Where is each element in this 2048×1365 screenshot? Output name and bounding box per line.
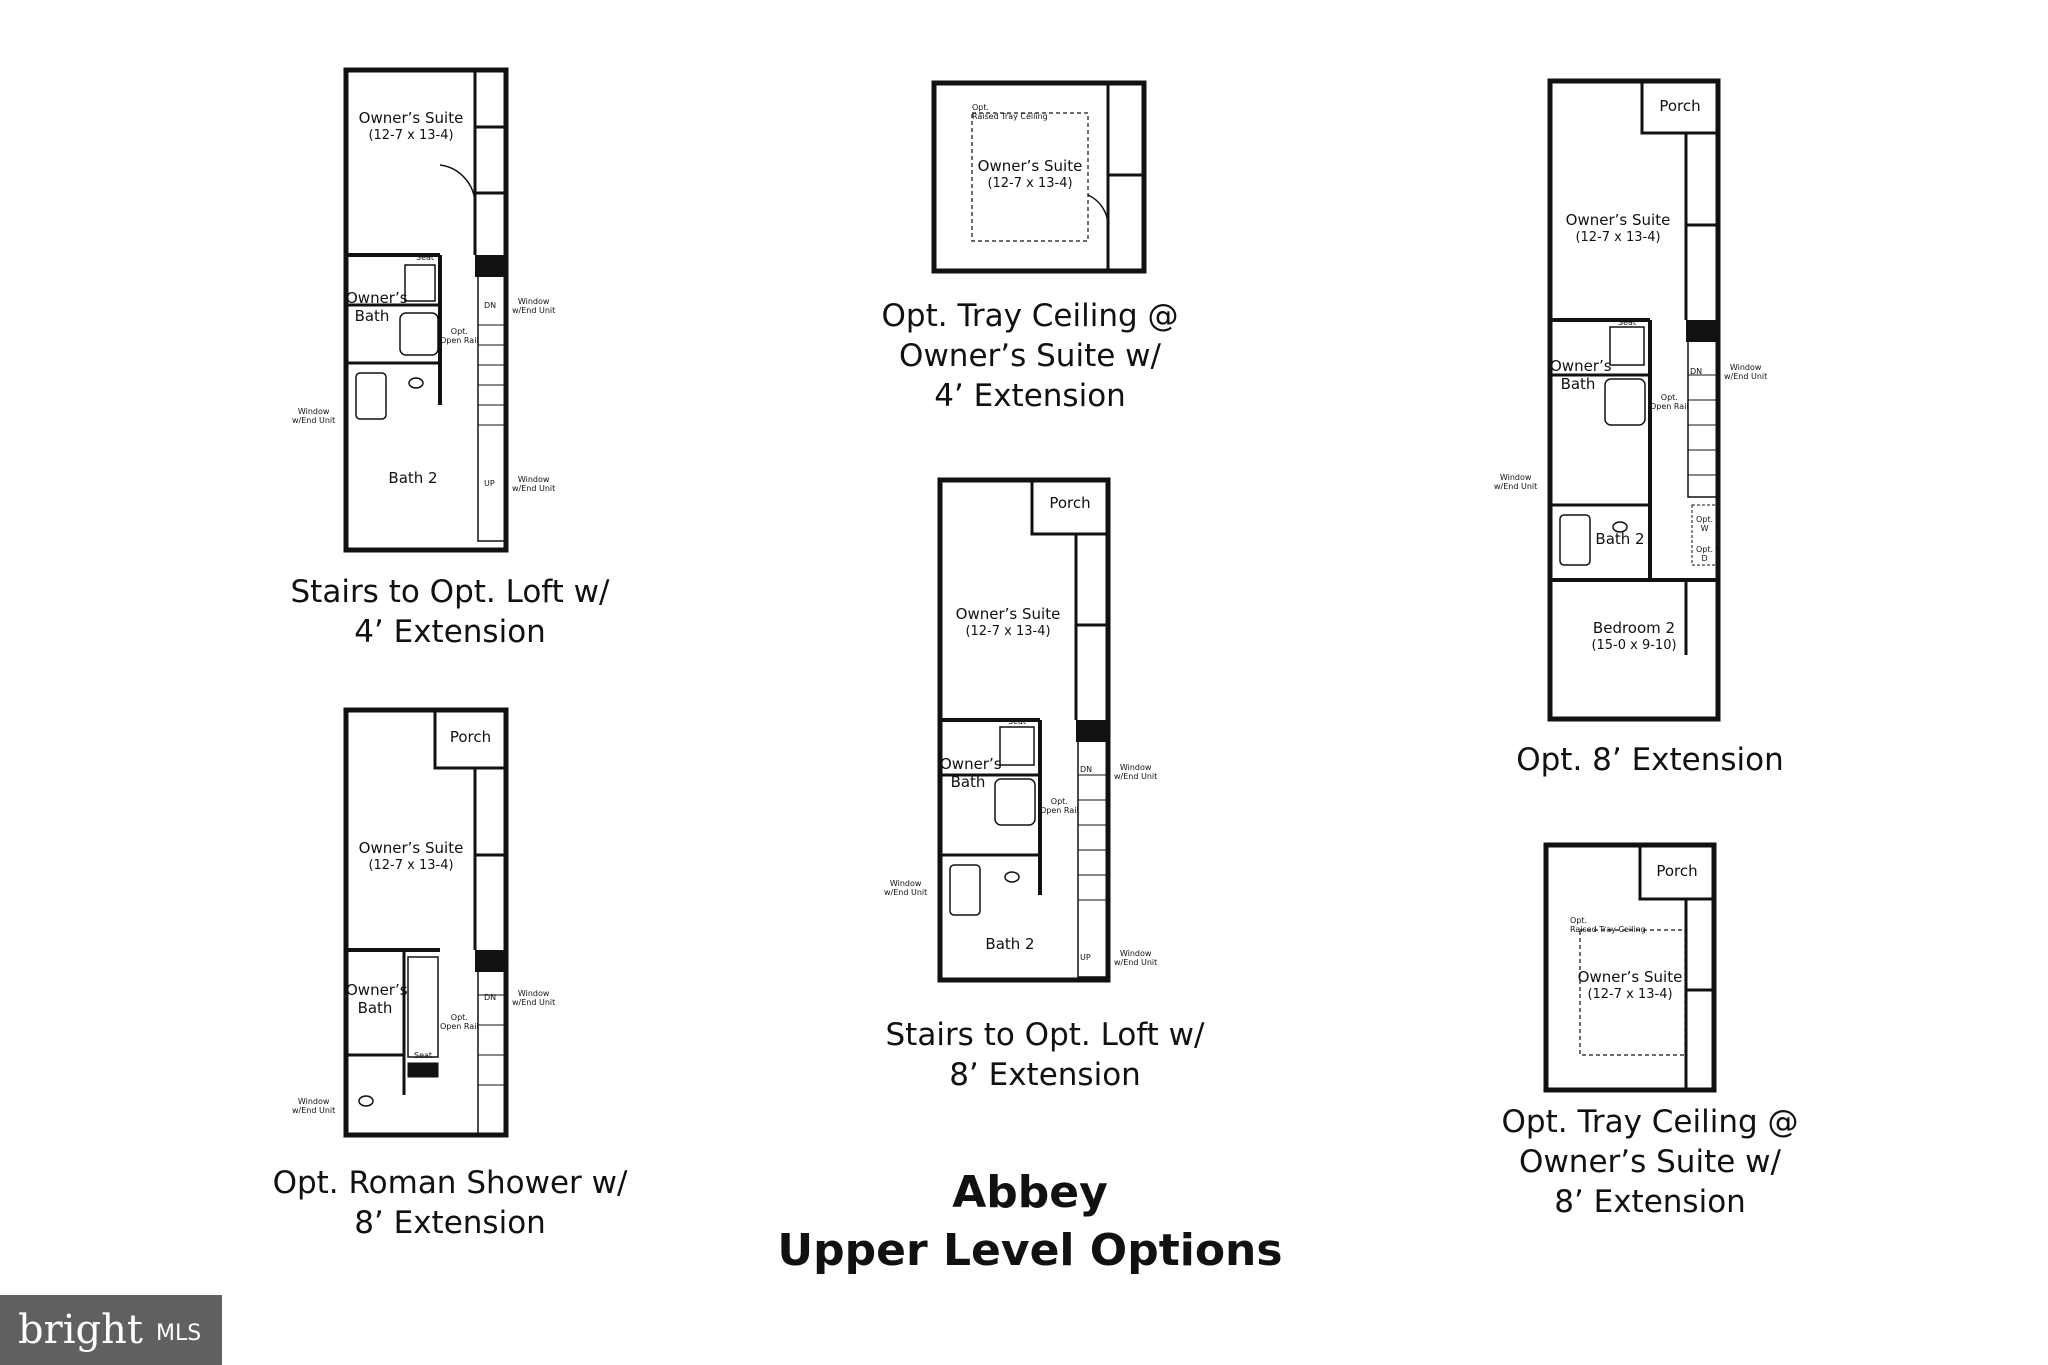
up-label: UP <box>484 479 495 488</box>
floorplan-drawing <box>937 477 1111 983</box>
open-rail-label: Opt.Open Rail <box>1650 393 1689 411</box>
seat-label: Seat <box>416 253 435 262</box>
tray-ceiling-note: Opt.Raised Tray Ceiling <box>972 103 1048 121</box>
floorplan-8ft-extension: Porch Owner’s Suite(12-7 x 13-4) Owner’s… <box>1490 75 1820 725</box>
owners-suite-label: Owner’s Suite(12-7 x 13-4) <box>1565 211 1671 245</box>
floorplan-drawing <box>1543 842 1717 1093</box>
caption-plan2: Opt. Roman Shower w/8’ Extension <box>272 1165 628 1241</box>
seat-label: Seat <box>1008 717 1027 726</box>
down-label: DN <box>484 301 497 310</box>
bath2-label: Bath 2 <box>388 469 438 487</box>
open-rail-label: Opt.Open Rail <box>1040 797 1079 815</box>
open-rail-label: Opt.Open Rail <box>440 327 479 345</box>
caption-plan1: Stairs to Opt. Loft w/4’ Extension <box>290 574 610 650</box>
tray-ceiling-note: Opt.Raised Tray Ceiling <box>1570 916 1646 934</box>
floorplan-drawing <box>931 80 1147 274</box>
up-label: UP <box>1080 953 1091 962</box>
caption-plan4: Stairs to Opt. Loft w/8’ Extension <box>885 1017 1205 1093</box>
bright-mls-logo: bright MLS <box>0 1295 222 1365</box>
porch-label: Porch <box>1659 97 1701 115</box>
bedroom2-label: Bedroom 2(15-0 x 9-10) <box>1591 619 1677 653</box>
bath2-label: Bath 2 <box>985 935 1035 953</box>
caption-plan6: Opt. Tray Ceiling @Owner’s Suite w/8’ Ex… <box>1501 1104 1799 1220</box>
seat-label: Seat <box>414 1051 433 1060</box>
floorplan-roman-shower-8ft: Porch Owner’s Suite(12-7 x 13-4) Owner’s… <box>290 705 580 1145</box>
open-rail-label: Opt.Open Rail <box>440 1013 479 1031</box>
down-label: DN <box>1080 765 1093 774</box>
owners-suite-label: Owner’s Suite(12-7 x 13-4) <box>358 109 464 143</box>
floorplan-drawing <box>1547 78 1721 722</box>
down-label: DN <box>1690 367 1703 376</box>
floorplan-tray-ceiling-4ft: Opt.Raised Tray Ceiling Owner’s Suite(12… <box>920 75 1160 275</box>
porch-label: Porch <box>1049 494 1091 512</box>
porch-label: Porch <box>449 728 492 746</box>
owners-suite-label: Owner’s Suite(12-7 x 13-4) <box>955 605 1061 639</box>
floorplan-stairs-loft-8ft: Porch Owner’s Suite(12-7 x 13-4) Owner’s… <box>880 475 1210 995</box>
owners-suite-label: Owner’s Suite(12-7 x 13-4) <box>1577 968 1683 1002</box>
caption-plan5: Opt. 8’ Extension <box>1516 742 1784 778</box>
floorplan-drawing <box>343 67 509 553</box>
washer-label: Opt.W <box>1696 515 1714 533</box>
down-label: DN <box>484 993 497 1002</box>
owners-suite-label: Owner’s Suite(12-7 x 13-4) <box>977 157 1083 191</box>
bath2-label: Bath 2 <box>1595 530 1645 548</box>
floorplan-drawing <box>343 707 509 1138</box>
caption-plan3: Opt. Tray Ceiling @Owner’s Suite w/4’ Ex… <box>881 298 1179 414</box>
floorplan-tray-ceiling-8ft: Porch Opt.Raised Tray Ceiling Owner’s Su… <box>1490 830 1820 1100</box>
seat-label: Seat <box>1618 318 1637 327</box>
owners-suite-label: Owner’s Suite(12-7 x 13-4) <box>358 839 464 873</box>
dryer-label: Opt.D <box>1696 545 1714 563</box>
porch-label: Porch <box>1656 862 1698 880</box>
